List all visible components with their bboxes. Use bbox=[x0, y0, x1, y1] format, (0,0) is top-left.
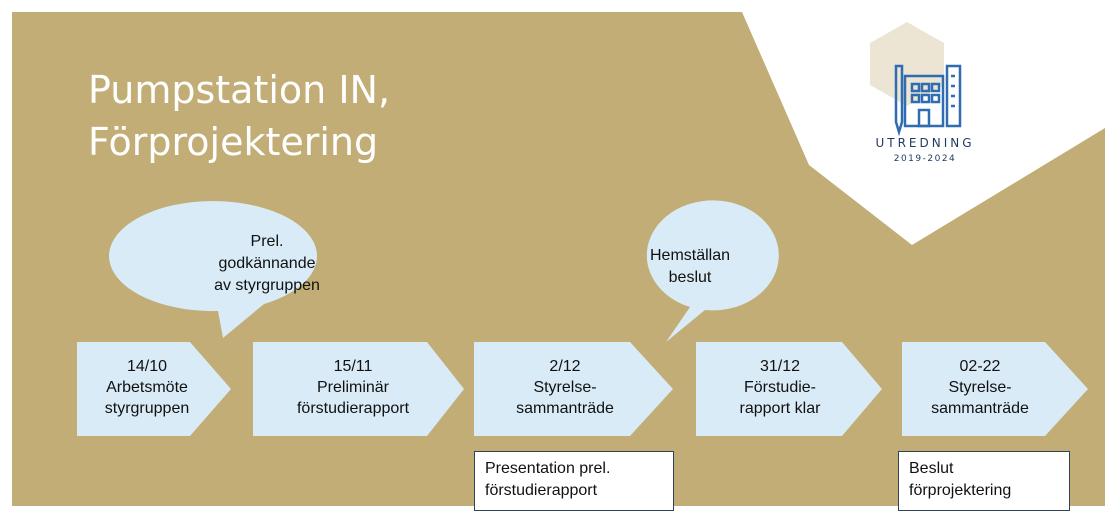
bubble-1-shape bbox=[109, 201, 318, 338]
step-3-date: 2/12 bbox=[549, 358, 581, 375]
bubble-1-line-3: av styrgruppen bbox=[214, 277, 320, 294]
bubble-2-line-1: Hemställan bbox=[649, 247, 731, 264]
step-4-date: 31/12 bbox=[759, 358, 801, 375]
note-2-line-1: Beslut bbox=[909, 460, 954, 477]
building-pencil-ruler-icon bbox=[894, 64, 962, 137]
note-1-line-2: förstudierapport bbox=[485, 482, 598, 499]
bubble-2-text: Hemställan beslut bbox=[630, 245, 750, 289]
step-4-text: 31/12 Förstudie- rapport klar bbox=[710, 356, 850, 419]
step-1-date: 14/10 bbox=[126, 358, 168, 375]
step-3-text: 2/12 Styrelse- sammanträde bbox=[490, 356, 640, 419]
logo-hexagon bbox=[870, 22, 944, 106]
note-1-line-1: Presentation prel. bbox=[485, 460, 611, 477]
step-1-line-2: styrgruppen bbox=[104, 400, 190, 417]
step-1-text: 14/10 Arbetsmöte styrgruppen bbox=[77, 356, 217, 419]
note-box-2: Beslut förprojektering bbox=[898, 451, 1070, 511]
step-4-line-1: Förstudie- bbox=[743, 379, 817, 396]
logo-years: 2019-2024 bbox=[893, 154, 957, 164]
step-3-line-2: sammanträde bbox=[516, 400, 614, 417]
step-arrow-5 bbox=[902, 342, 1088, 436]
step-5-line-1: Styrelse- bbox=[948, 379, 1012, 396]
step-arrow-1 bbox=[77, 342, 231, 436]
bubble-1-text: Prel. godkännande av styrgruppen bbox=[182, 231, 352, 297]
bottom-strip bbox=[0, 506, 1110, 517]
note-2-line-2: förprojektering bbox=[909, 482, 1012, 499]
bubble-2-line-2: beslut bbox=[668, 269, 712, 286]
step-arrow-4 bbox=[696, 342, 882, 436]
step-4-line-2: rapport klar bbox=[739, 400, 821, 417]
note-box-1: Presentation prel. förstudierapport bbox=[474, 451, 674, 511]
step-arrow-3 bbox=[474, 342, 673, 436]
logo: UTREDNING 2019-2024 bbox=[870, 136, 980, 164]
page-title: Pumpstation IN, Förprojektering bbox=[88, 64, 390, 168]
step-5-date: 02-22 bbox=[959, 358, 1001, 375]
step-5-text: 02-22 Styrelse- sammanträde bbox=[910, 356, 1050, 419]
title-line-2: Förprojektering bbox=[88, 120, 379, 164]
step-3-line-1: Styrelse- bbox=[533, 379, 597, 396]
step-2-line-2: förstudierapport bbox=[296, 400, 410, 417]
step-2-text: 15/11 Preliminär förstudierapport bbox=[268, 356, 438, 419]
step-1-line-1: Arbetsmöte bbox=[106, 379, 188, 396]
step-2-date: 15/11 bbox=[333, 358, 373, 375]
logo-name: UTREDNING bbox=[875, 136, 975, 150]
step-2-line-1: Preliminär bbox=[316, 379, 389, 396]
bubble-1-line-1: Prel. bbox=[250, 233, 284, 250]
bubble-2-shape bbox=[646, 200, 779, 342]
title-line-1: Pumpstation IN, bbox=[88, 68, 391, 112]
bubble-1-line-2: godkännande bbox=[218, 255, 316, 272]
step-5-line-2: sammanträde bbox=[931, 400, 1029, 417]
step-arrow-2 bbox=[253, 342, 464, 436]
